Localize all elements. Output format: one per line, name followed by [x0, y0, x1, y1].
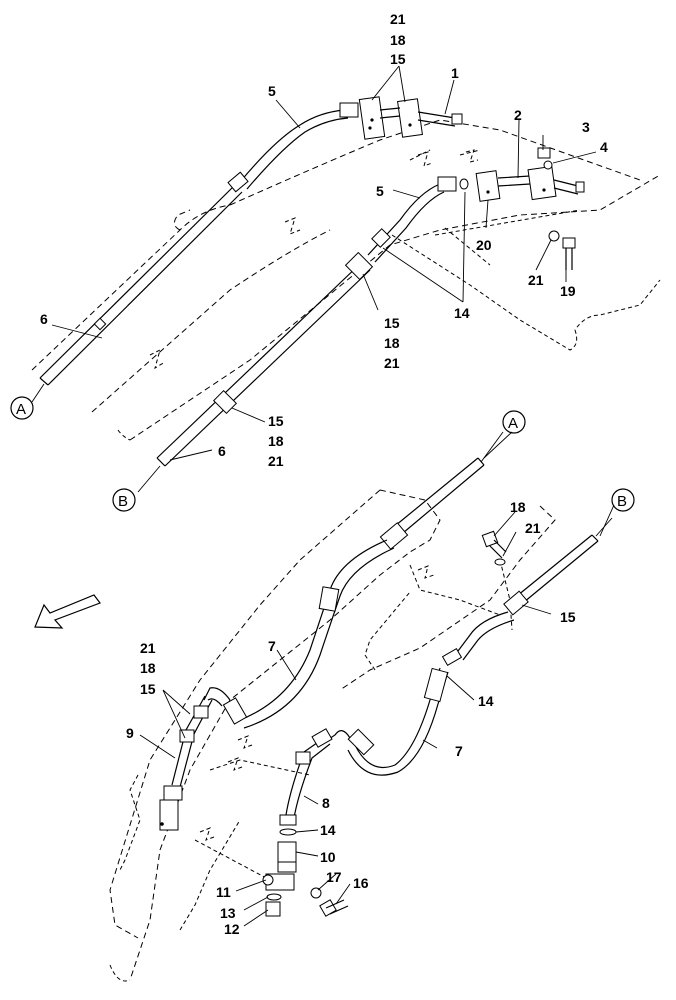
callout-11: 11 [216, 884, 231, 900]
callout-21e: 21 [140, 640, 156, 656]
svg-text:A: A [508, 415, 518, 432]
connector-b-lower: B [611, 488, 635, 512]
top-clamp-assembly [358, 96, 463, 140]
svg-text:B: B [617, 493, 627, 510]
callout-15c: 15 [560, 609, 576, 625]
callout-2: 2 [514, 107, 522, 123]
right-block-assembly [475, 147, 585, 202]
callout-14a: 14 [454, 305, 470, 321]
callout-13: 13 [220, 905, 236, 921]
pipe-14-bend [441, 611, 515, 667]
callout-18c: 18 [510, 499, 526, 515]
callout-21b: 21 [384, 355, 400, 371]
hose-7-right [319, 667, 449, 776]
callout-18a: 18 [384, 335, 400, 351]
callout-21a: 21 [528, 272, 544, 288]
bolt-16 [310, 887, 349, 917]
callout-16: 16 [353, 875, 369, 891]
pipe-b-lower [503, 517, 613, 616]
callout-5a: 5 [268, 83, 276, 99]
svg-text:B: B [118, 493, 128, 510]
callout-21-top: 21 [390, 11, 406, 27]
callout-15-top: 15 [390, 51, 406, 67]
hose-7-left [222, 539, 395, 729]
bolt-18-lower [481, 530, 507, 566]
connector-a-lower: A [502, 410, 526, 434]
callout-12: 12 [224, 921, 240, 937]
hose-5-upper [227, 102, 359, 193]
callout-18b: 18 [268, 433, 284, 449]
callout-19: 19 [560, 283, 576, 299]
callout-10: 10 [320, 849, 336, 865]
boom-outline-lower [109, 489, 556, 982]
callout-7b: 7 [455, 743, 463, 759]
callout-1: 1 [451, 65, 459, 81]
callout-15b: 15 [268, 413, 284, 429]
callout-15d: 15 [140, 681, 156, 697]
callout-6b: 6 [218, 443, 226, 459]
callout-5b: 5 [376, 183, 384, 199]
callout-4: 4 [600, 139, 608, 155]
upper-leaders [31, 65, 597, 493]
pipe-8 [279, 728, 333, 826]
callout-15a: 15 [384, 315, 400, 331]
fittings-lower [262, 828, 297, 917]
callout-6a: 6 [40, 311, 48, 327]
pipe-6-upper-a [39, 184, 243, 386]
callout-3: 3 [582, 119, 590, 135]
pipe-9 [159, 687, 231, 831]
connector-b-upper: B [112, 488, 136, 512]
hose-5-lower [367, 176, 457, 263]
pipe-6-upper-b [156, 251, 374, 467]
pipe-a-lower [379, 431, 513, 550]
bolt-19-upper [548, 230, 576, 270]
boom-outline-upper [31, 119, 661, 441]
callout-9: 9 [126, 725, 134, 741]
callout-21c: 21 [268, 453, 284, 469]
callout-14c: 14 [320, 822, 336, 838]
callout-20: 20 [476, 237, 492, 253]
callout-18-top: 18 [390, 32, 406, 48]
callout-18d: 18 [140, 660, 156, 676]
o-ring-14-upper [459, 178, 469, 190]
connector-a-upper: A [10, 396, 34, 420]
callout-14b: 14 [478, 693, 494, 709]
callout-8: 8 [322, 795, 330, 811]
svg-text:A: A [16, 401, 26, 418]
arrow-down-left-icon [34, 594, 101, 629]
callout-17: 17 [326, 869, 342, 885]
callout-21d: 21 [525, 520, 541, 536]
lower-leaders [139, 431, 615, 927]
callout-7a: 7 [268, 638, 276, 654]
